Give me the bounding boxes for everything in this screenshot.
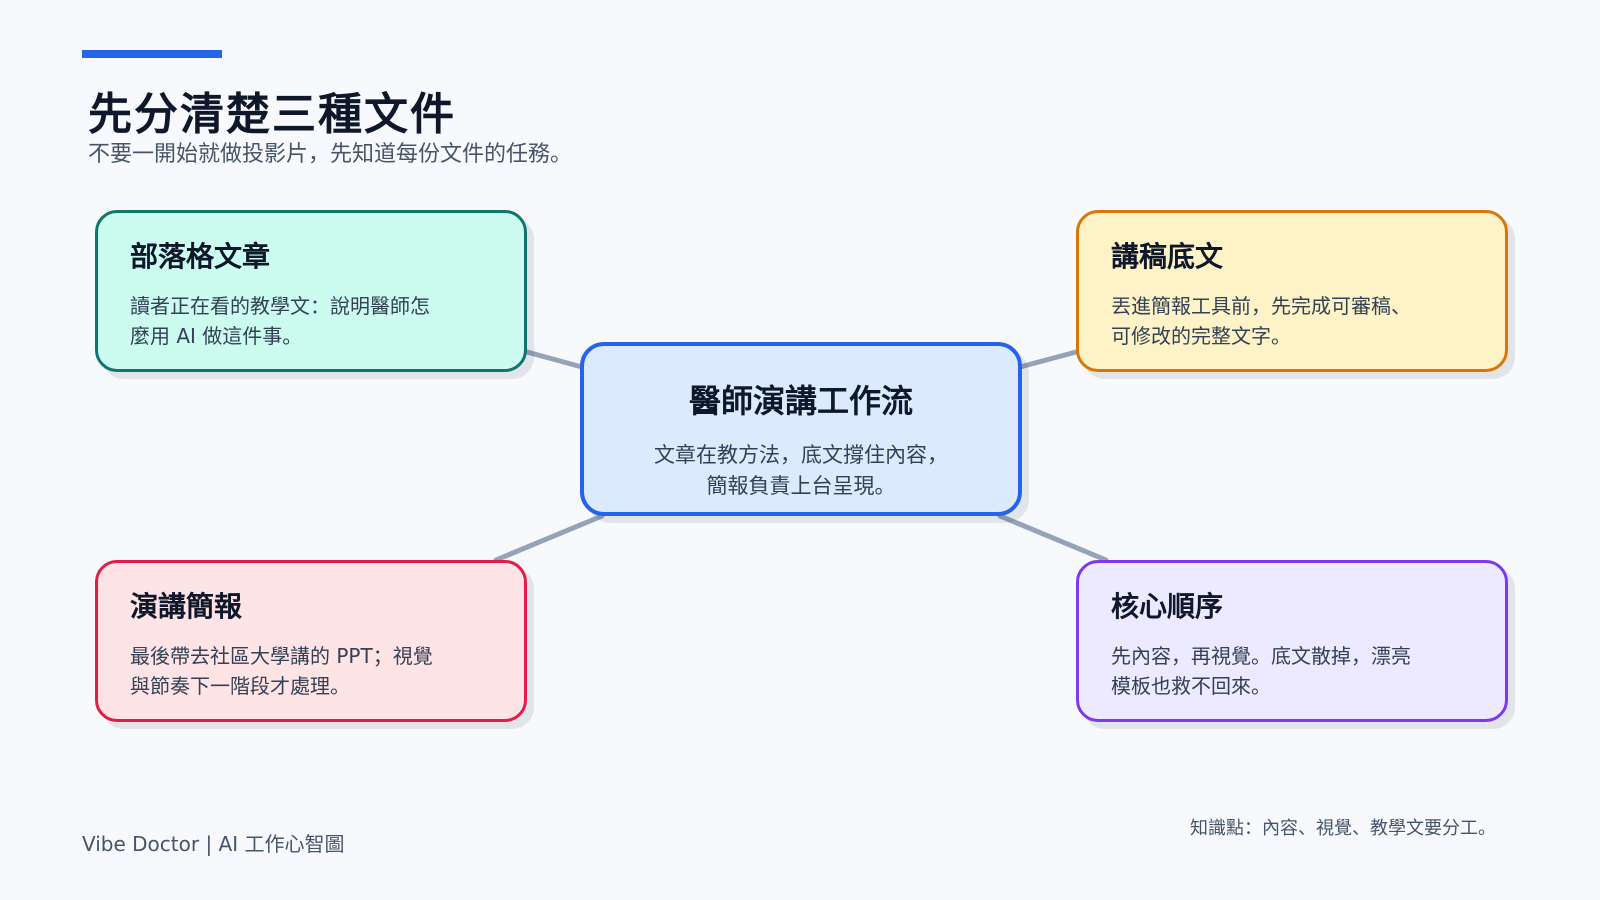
card-desc-line: 麼用 AI 做這件事。: [130, 324, 303, 348]
footer-brand: Vibe Doctor | AI 工作心智圖: [82, 832, 345, 856]
card-speech-script: 講稿底文 丟進簡報工具前，先完成可審稿、 可修改的完整文字。: [1076, 210, 1508, 372]
connector-slides: [493, 513, 605, 563]
center-title: 醫師演講工作流: [688, 382, 913, 420]
card-description: 讀者正在看的教學文：說明醫師怎 麼用 AI 做這件事。: [130, 291, 492, 351]
center-description: 文章在教方法，底文撐住內容， 簡報負責上台呈現。: [584, 440, 1018, 502]
connector-script: [1017, 349, 1079, 370]
title-accent-bar: [82, 50, 222, 58]
card-title: 核心順序: [1111, 590, 1224, 623]
connector-blog: [524, 349, 585, 370]
card-desc-line: 先內容，再視覺。底文散掉，漂亮: [1111, 644, 1411, 668]
card-presentation-slides: 演講簡報 最後帶去社區大學講的 PPT；視覺 與節奏下一階段才處理。: [95, 560, 527, 722]
card-blog-article: 部落格文章 讀者正在看的教學文：說明醫師怎 麼用 AI 做這件事。: [95, 210, 527, 372]
card-core-order: 核心順序 先內容，再視覺。底文散掉，漂亮 模板也救不回來。: [1076, 560, 1508, 722]
center-desc-line: 文章在教方法，底文撐住內容，: [654, 443, 948, 467]
card-description: 最後帶去社區大學講的 PPT；視覺 與節奏下一階段才處理。: [130, 641, 492, 701]
card-desc-line: 讀者正在看的教學文：說明醫師怎: [130, 294, 430, 318]
center-node: 醫師演講工作流 文章在教方法，底文撐住內容， 簡報負責上台呈現。: [580, 342, 1022, 516]
card-desc-line: 模板也救不回來。: [1111, 674, 1271, 698]
card-title: 部落格文章: [130, 240, 271, 273]
center-desc-line: 簡報負責上台呈現。: [706, 474, 896, 498]
card-desc-line: 與節奏下一階段才處理。: [130, 674, 350, 698]
card-desc-line: 最後帶去社區大學講的 PPT；視覺: [130, 644, 433, 668]
page-subtitle: 不要一開始就做投影片，先知道每份文件的任務。: [88, 142, 573, 167]
card-description: 丟進簡報工具前，先完成可審稿、 可修改的完整文字。: [1111, 291, 1473, 351]
card-title: 演講簡報: [130, 590, 243, 623]
page-title: 先分清楚三種文件: [88, 89, 456, 140]
card-desc-line: 丟進簡報工具前，先完成可審稿、: [1111, 294, 1411, 318]
card-desc-line: 可修改的完整文字。: [1111, 324, 1291, 348]
card-description: 先內容，再視覺。底文散掉，漂亮 模板也救不回來。: [1111, 641, 1473, 701]
connector-order: [997, 513, 1109, 563]
footer-knowledge-point: 知識點：內容、視覺、教學文要分工。: [1190, 818, 1496, 839]
card-title: 講稿底文: [1111, 240, 1224, 273]
